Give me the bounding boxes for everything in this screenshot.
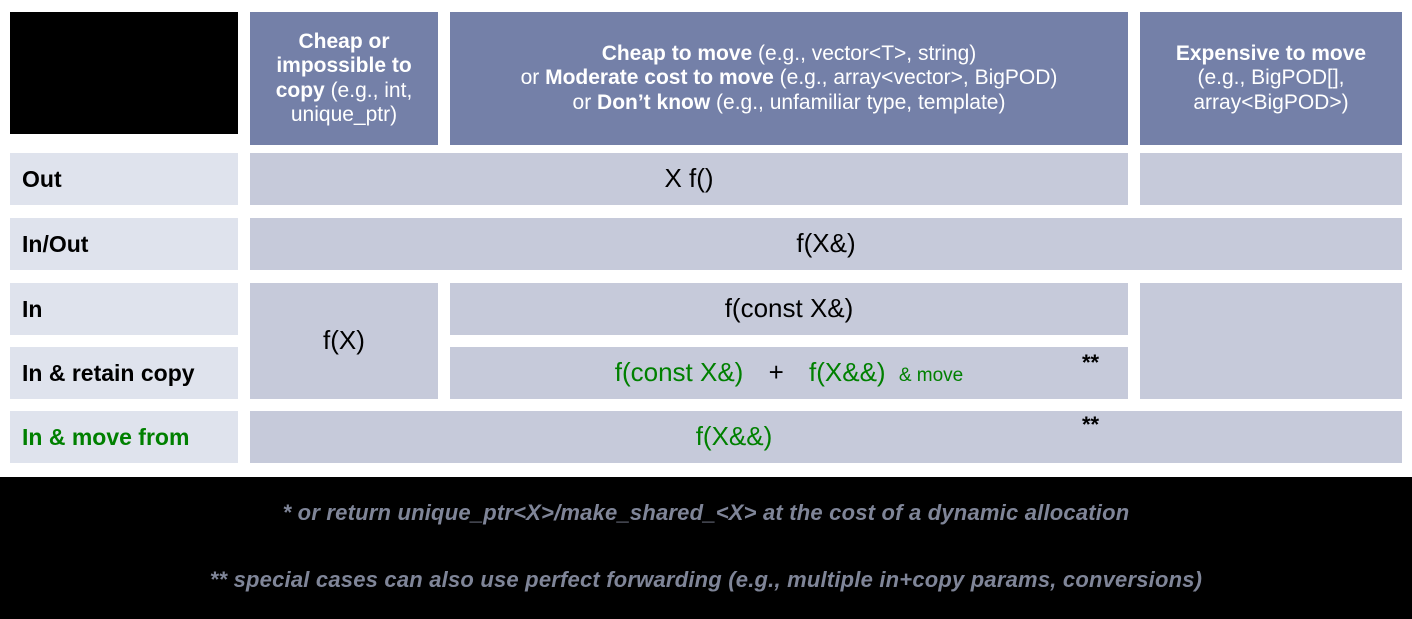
row-label-in-move-from-text: In & move from: [22, 423, 190, 450]
row-label-in: In: [10, 283, 238, 335]
row-label-out: Out: [10, 153, 238, 205]
corner-black-block: [10, 12, 238, 134]
cell-retain-copy-plus: +: [768, 357, 784, 388]
cell-retain-copy-const-ref: f(const X&): [614, 357, 744, 388]
cell-retain-copy-signature: f(const X&) + f(X&&) & move: [450, 347, 1128, 399]
header-cheap-to-move: Cheap to move (e.g., vector<T>, string) …: [450, 12, 1128, 145]
header-dont-know-rest: (e.g., unfamiliar type, template): [710, 90, 1006, 114]
cell-in-signature: f(const X&): [450, 283, 1128, 335]
header-expensive-strong: Expensive to move: [1175, 42, 1367, 66]
cell-inout-signature: f(X&): [250, 218, 1402, 270]
cell-in-cheap-copy-text: f(X): [323, 325, 365, 356]
footnote-one: * or return unique_ptr<X>/make_shared_<X…: [282, 500, 1130, 525]
header-expensive-to-move: Expensive to move (e.g., BigPOD[], array…: [1140, 12, 1402, 145]
row-label-in-out: In/Out: [10, 218, 238, 270]
row-label-in-text: In: [22, 295, 43, 322]
cell-out-expensive-empty: [1140, 153, 1402, 205]
header-moderate-prefix: or: [520, 66, 546, 90]
header-cheap-or-impossible-to-copy: Cheap or impossible to copy (e.g., int, …: [250, 12, 438, 145]
header-dont-know-line3: or Don’t know (e.g., unfamiliar type, te…: [573, 91, 1006, 115]
header-cheap-move-rest: (e.g., vector<T>, string): [752, 42, 977, 66]
header-cheap-copy-text: Cheap or impossible to copy (e.g., int, …: [258, 30, 430, 127]
header-cheap-copy-strong: Cheap or impossible to copy: [275, 30, 412, 102]
header-expensive-line3: array<BigPOD>): [1193, 90, 1349, 114]
header-moderate-rest: (e.g., array<vector>, BigPOD): [773, 66, 1058, 90]
cell-retain-copy-rvalue-ref: f(X&&): [809, 357, 886, 388]
footnote-band: [0, 477, 1412, 619]
header-moderate-cost-line2: or Moderate cost to move (e.g., array<ve…: [521, 66, 1058, 90]
row-label-in-retain-copy: In & retain copy: [10, 347, 238, 399]
header-cheap-move-strong: Cheap to move: [601, 42, 753, 66]
row-label-out-text: Out: [22, 165, 62, 192]
header-cheap-copy-rest: (e.g., int, unique_ptr): [290, 78, 413, 126]
cell-retain-copy-expression: f(const X&) + f(X&&) & move: [614, 357, 964, 388]
cell-in-signature-text: f(const X&): [724, 293, 854, 324]
row-label-in-retain-copy-text: In & retain copy: [22, 359, 195, 386]
header-expensive-line2: (e.g., BigPOD[],: [1197, 66, 1345, 90]
cell-move-from-text: f(X&&): [695, 421, 773, 452]
cell-out-signature-text: X f(): [664, 163, 714, 194]
footnote-marker-retain-copy: **: [1082, 350, 1100, 375]
cell-retain-copy-and-move: & move: [898, 365, 964, 387]
header-dont-know-prefix: or: [572, 90, 598, 114]
footnote-two: ** special cases can also use perfect fo…: [209, 567, 1203, 592]
cell-in-cheap-copy-signature: f(X): [250, 283, 438, 399]
cell-out-signature: X f(): [250, 153, 1128, 205]
cell-inout-signature-text: f(X&): [796, 228, 856, 259]
row-label-in-out-text: In/Out: [22, 230, 89, 257]
header-dont-know-strong: Don’t know: [597, 90, 711, 114]
cell-in-expensive-empty: [1140, 283, 1402, 399]
row-label-in-move-from: In & move from: [10, 411, 238, 463]
header-cheap-move-line1: Cheap to move (e.g., vector<T>, string): [602, 42, 977, 66]
cell-move-from-signature: f(X&&): [250, 411, 1402, 463]
footnote-marker-move-from: **: [1082, 412, 1100, 437]
header-moderate-strong: Moderate cost to move: [545, 66, 774, 90]
